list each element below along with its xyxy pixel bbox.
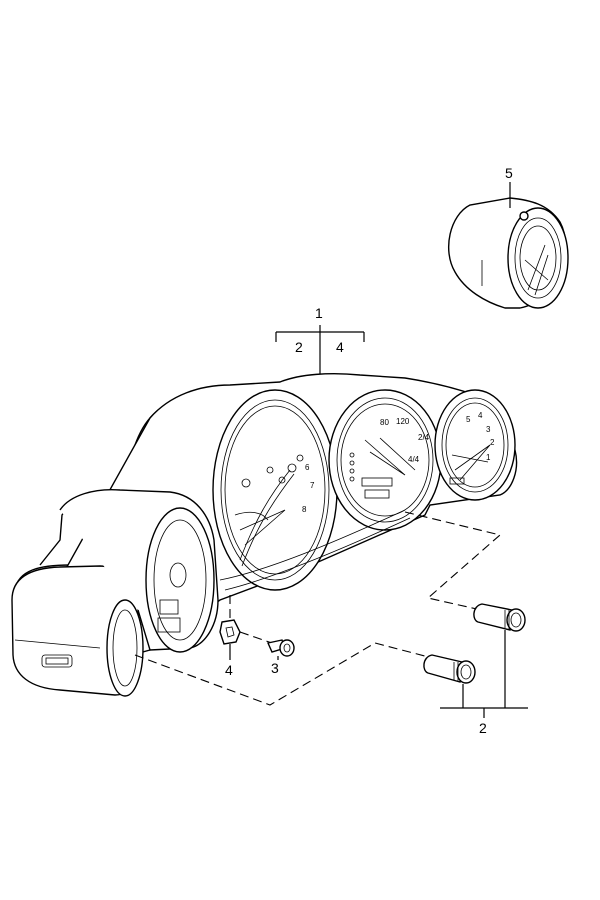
tacho-mark-8: 8 bbox=[302, 505, 307, 514]
right-gauge-mark-4: 4 bbox=[478, 411, 483, 420]
callout-screw-label: 3 bbox=[271, 660, 279, 676]
tacho-mark-7: 7 bbox=[310, 481, 315, 490]
speedo-mark-80: 80 bbox=[380, 418, 389, 427]
clock-gauge bbox=[448, 197, 569, 309]
right-gauge-mark-2: 2 bbox=[490, 438, 495, 447]
callout-1-sub-left-label: 2 bbox=[295, 339, 303, 355]
knob-lower bbox=[423, 654, 476, 684]
callout-2-bracket bbox=[440, 630, 528, 718]
right-gauge-mark-1: 1 bbox=[486, 453, 491, 462]
knob-upper bbox=[473, 603, 526, 632]
speedo-mark-4-4: 4/4 bbox=[408, 455, 420, 464]
screw-part bbox=[239, 631, 295, 657]
callout-1-sub-right-label: 4 bbox=[336, 339, 344, 355]
instrument-cluster: 6 7 8 80 120 4/4 2/4 5 4 3 2 1 bbox=[11, 372, 518, 697]
speedo-mark-2-4: 2/4 bbox=[418, 433, 430, 442]
callout-1-label: 1 bbox=[315, 305, 323, 321]
speedo-mark-120: 120 bbox=[396, 417, 410, 426]
tacho-mark-6: 6 bbox=[305, 463, 310, 472]
callout-1-bracket bbox=[275, 325, 365, 375]
clip-part bbox=[219, 619, 241, 645]
callout-2-label: 2 bbox=[479, 720, 487, 736]
dashed-connector-lines bbox=[134, 511, 502, 706]
callout-clip-label: 4 bbox=[225, 662, 233, 678]
right-gauge-mark-5: 5 bbox=[466, 415, 471, 424]
callout-5-label: 5 bbox=[505, 165, 513, 181]
right-gauge-mark-3: 3 bbox=[486, 425, 491, 434]
